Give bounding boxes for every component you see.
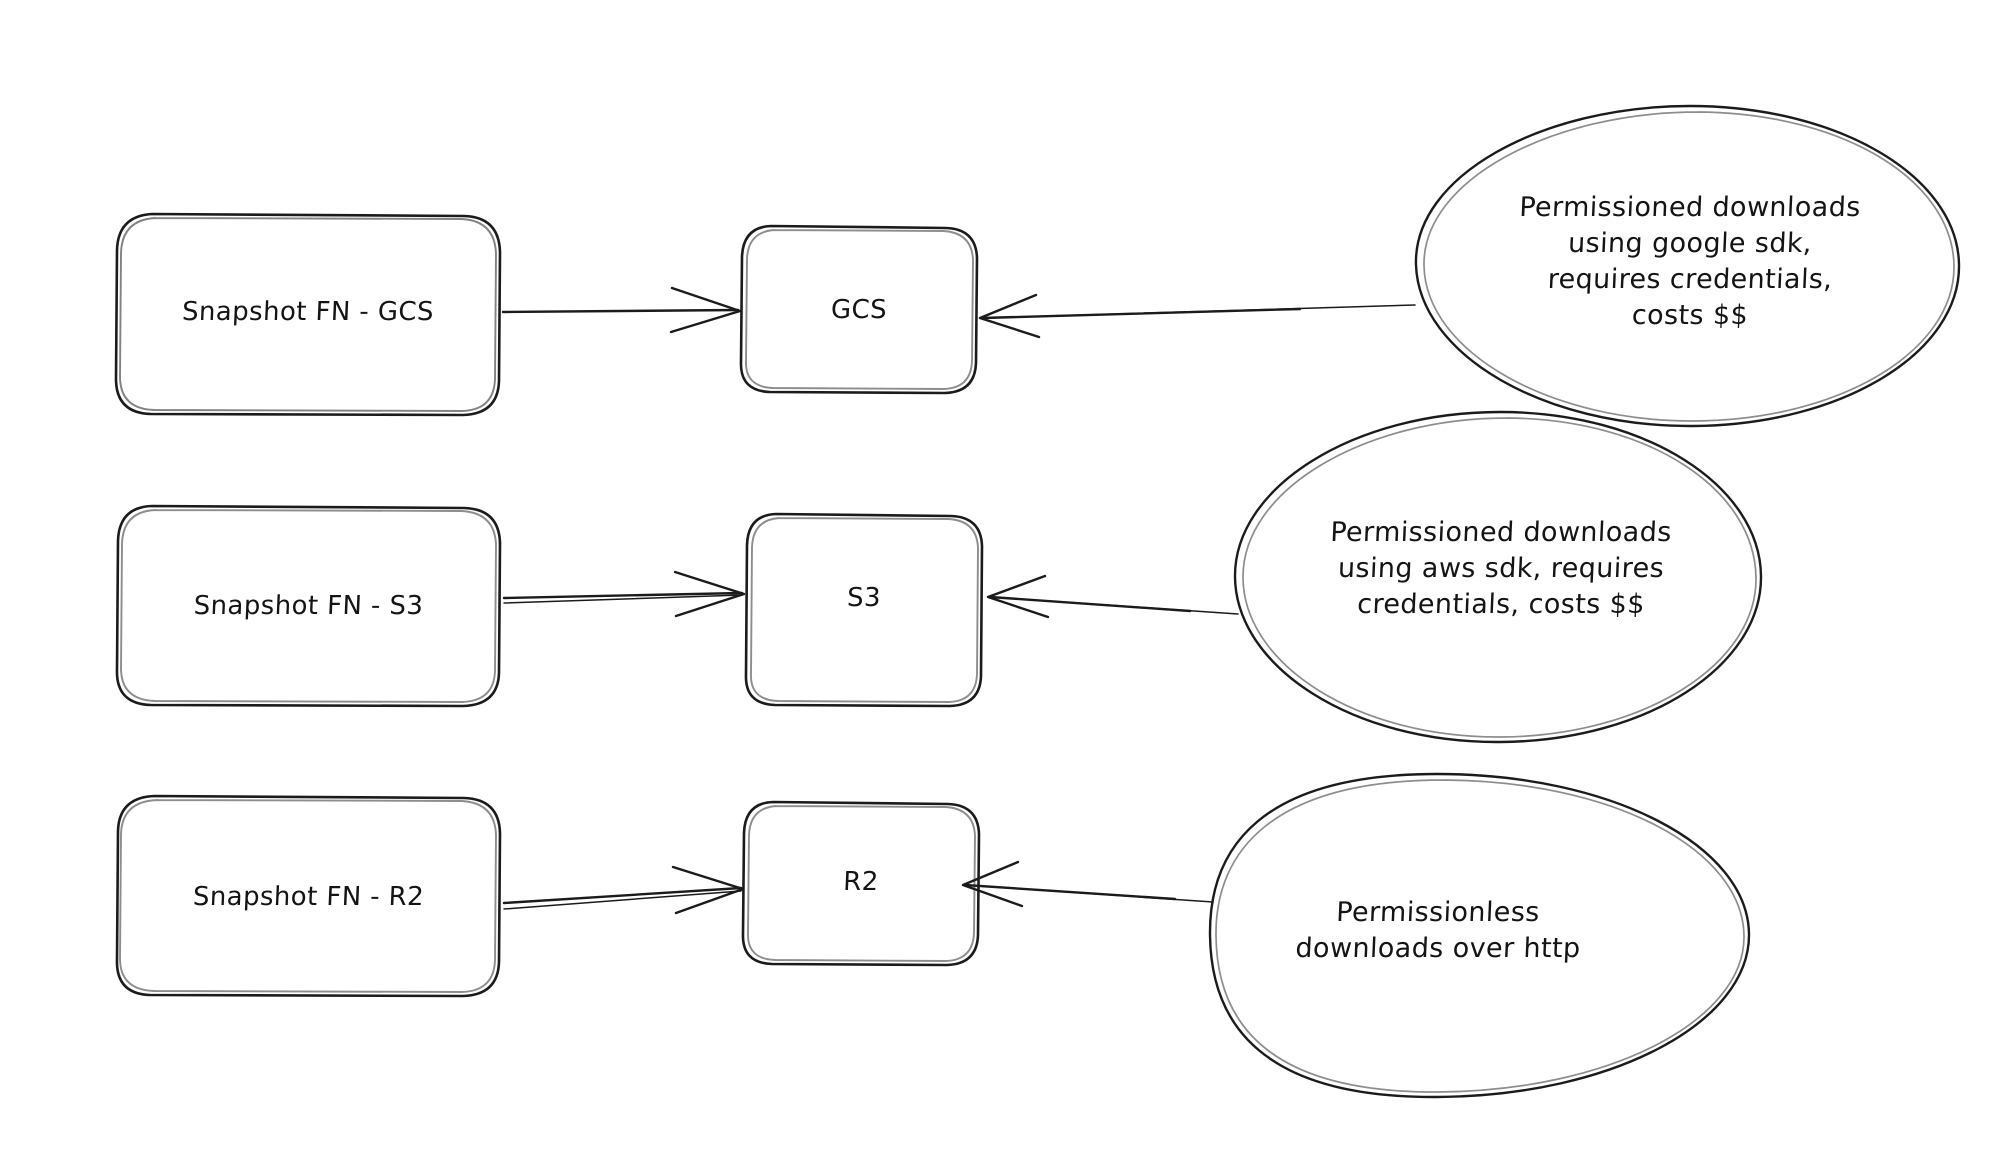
note-gcs-text-block: Permissioned downloads using google sdk,… <box>1440 190 1940 334</box>
node-r2-shape[interactable] <box>741 800 981 967</box>
node-snapshot-fn-s3-shape[interactable] <box>115 504 502 708</box>
note-gcs-line-3: requires credentials, <box>1547 264 1834 295</box>
node-s3-shape[interactable] <box>744 512 984 708</box>
note-s3-line-1: Permissioned downloads <box>1329 517 1673 548</box>
note-gcs-line-4: costs $$ <box>1631 300 1749 331</box>
edge-fn-r2 <box>502 865 745 915</box>
note-s3-line-2: using aws sdk, requires <box>1337 553 1665 584</box>
node-snapshot-fn-gcs-shape[interactable] <box>114 212 502 417</box>
note-s3-text-block: Permissioned downloads using aws sdk, re… <box>1252 515 1750 623</box>
note-r2-text-block: Permissionless downloads over http <box>1190 895 1686 967</box>
note-s3-ellipse-shape[interactable] <box>1233 410 1763 744</box>
note-r2-ellipse-shape[interactable] <box>1208 772 1751 1099</box>
edge-note-s3 <box>986 574 1239 619</box>
node-snapshot-fn-r2-shape[interactable] <box>115 794 502 998</box>
note-gcs-line-1: Permissioned downloads <box>1518 192 1862 223</box>
edge-fn-gcs <box>501 286 742 334</box>
edge-note-gcs <box>978 293 1416 339</box>
edge-fn-s3 <box>502 570 746 618</box>
edge-note-r2 <box>961 860 1214 908</box>
note-gcs-line-2: using google sdk, <box>1567 228 1813 259</box>
note-gcs-ellipse-shape[interactable] <box>1414 104 1961 428</box>
node-gcs-shape[interactable] <box>739 224 979 395</box>
note-r2-line-1: Permissionless <box>1335 897 1541 928</box>
note-s3-line-3: credentials, costs $$ <box>1356 589 1646 620</box>
note-r2-line-2: downloads over http <box>1294 933 1582 964</box>
